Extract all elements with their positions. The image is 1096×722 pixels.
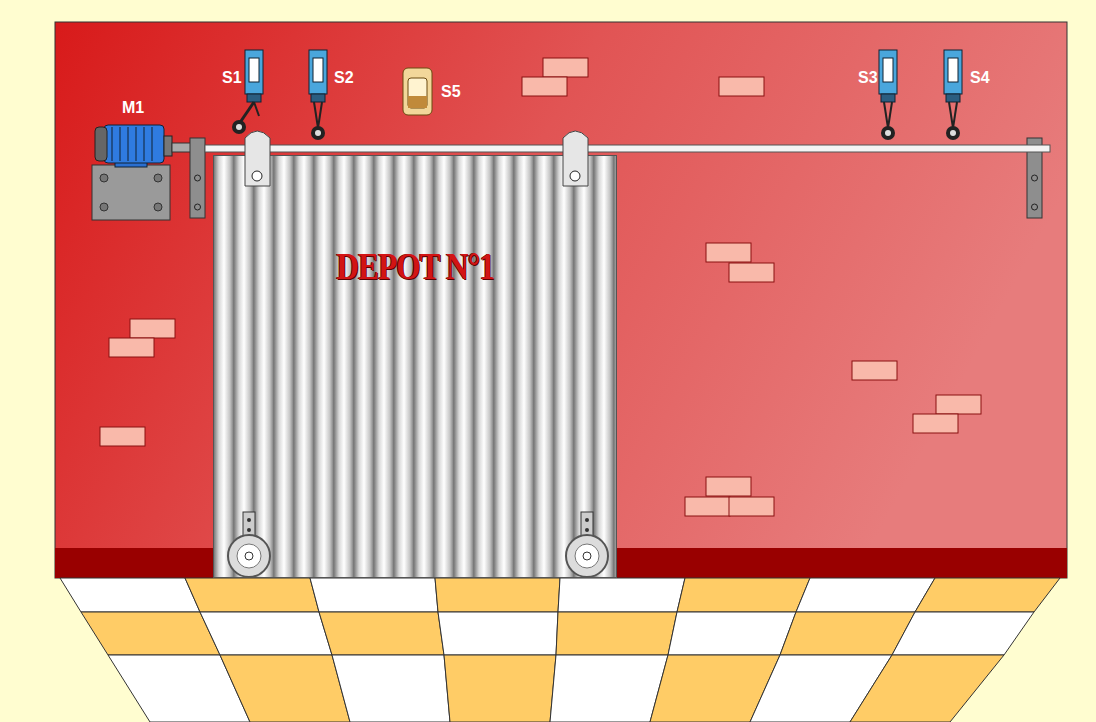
floor-tiles bbox=[60, 578, 1060, 722]
photocell-sensor bbox=[403, 68, 432, 115]
part-label: S4 bbox=[970, 69, 990, 87]
gate-hanger bbox=[245, 131, 588, 186]
part-label: S1 bbox=[222, 69, 242, 87]
part-label: S5 bbox=[441, 83, 461, 101]
wall bbox=[55, 22, 1067, 578]
motor-symbol bbox=[92, 125, 192, 220]
sliding-gate: DEPOT N°1 bbox=[213, 155, 617, 578]
gate-title: DEPOT N°1 bbox=[336, 244, 494, 288]
gate-wheel bbox=[228, 512, 608, 577]
part-label: S2 bbox=[334, 69, 354, 87]
part-label: S3 bbox=[858, 69, 878, 87]
part-label: M1 bbox=[122, 99, 144, 117]
limit-switch bbox=[232, 50, 962, 140]
rail bbox=[205, 145, 1050, 152]
